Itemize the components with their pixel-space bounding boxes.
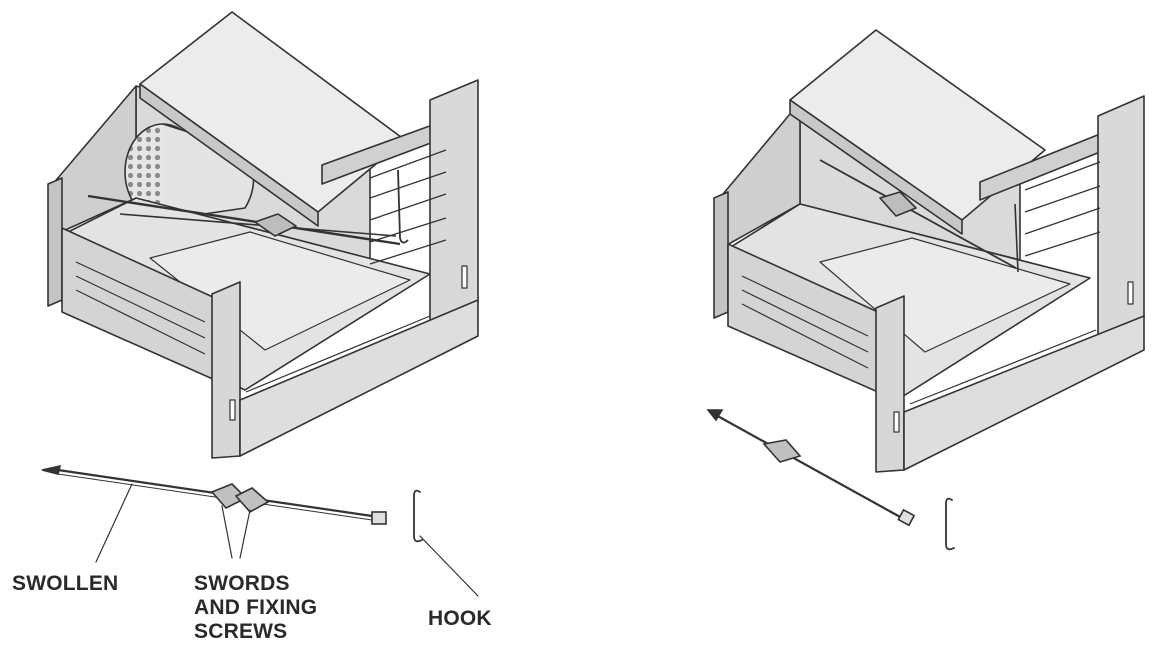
label-hook: HOOK	[428, 607, 492, 631]
spit-fork-b	[234, 487, 270, 514]
label-swollen-text: SWOLLEN	[12, 572, 119, 595]
top-plate-edge	[139, 83, 319, 227]
leader-hook	[419, 535, 479, 597]
label-swollen: SWOLLEN	[12, 572, 118, 596]
rotisserie-spit-left	[41, 464, 387, 563]
leader-swollen	[95, 483, 133, 563]
spit-fork-right	[762, 439, 802, 463]
label-swords-line-1: SWORDS	[194, 572, 290, 595]
label-swords-line-2: AND FIXING	[194, 596, 318, 619]
spit-handle	[371, 511, 387, 525]
label-swords-line-3: SCREWS	[194, 620, 288, 643]
oven-cavity-left	[47, 11, 479, 459]
left-front-frame-r	[713, 191, 729, 319]
hook-in-cavity	[397, 169, 409, 244]
leader-swords-2	[239, 509, 251, 559]
spit-handle-right	[897, 508, 916, 527]
bottom-frame-r	[903, 315, 1145, 471]
spit-support-r	[819, 159, 1017, 269]
label-swords-and-fixing-screws: SWORDS AND FIXING SCREWS	[194, 572, 317, 644]
label-hook-text: HOOK	[428, 607, 492, 630]
rack-runners-r	[1024, 161, 1101, 257]
rack-runners	[369, 149, 447, 265]
spit-fork-in-cavity	[254, 213, 297, 237]
right-front-frame	[429, 79, 479, 327]
oven-cavity-right	[713, 29, 1145, 473]
spit-fork-r	[879, 191, 917, 217]
top-plate-edge-r	[789, 99, 963, 235]
spit-in-cavity	[87, 194, 401, 246]
right-front-frame-r	[1097, 95, 1145, 341]
hook-part-right	[945, 497, 955, 551]
front-panel-grooves-r	[741, 275, 869, 369]
rotisserie-spit-right	[706, 409, 916, 527]
front-post	[211, 281, 241, 459]
leader-swords-1	[221, 505, 233, 559]
hook-part-left	[413, 489, 479, 597]
front-post-r	[875, 295, 905, 473]
left-front-frame	[47, 177, 63, 307]
front-panel-grooves	[75, 261, 206, 355]
bottom-frame	[239, 299, 479, 457]
